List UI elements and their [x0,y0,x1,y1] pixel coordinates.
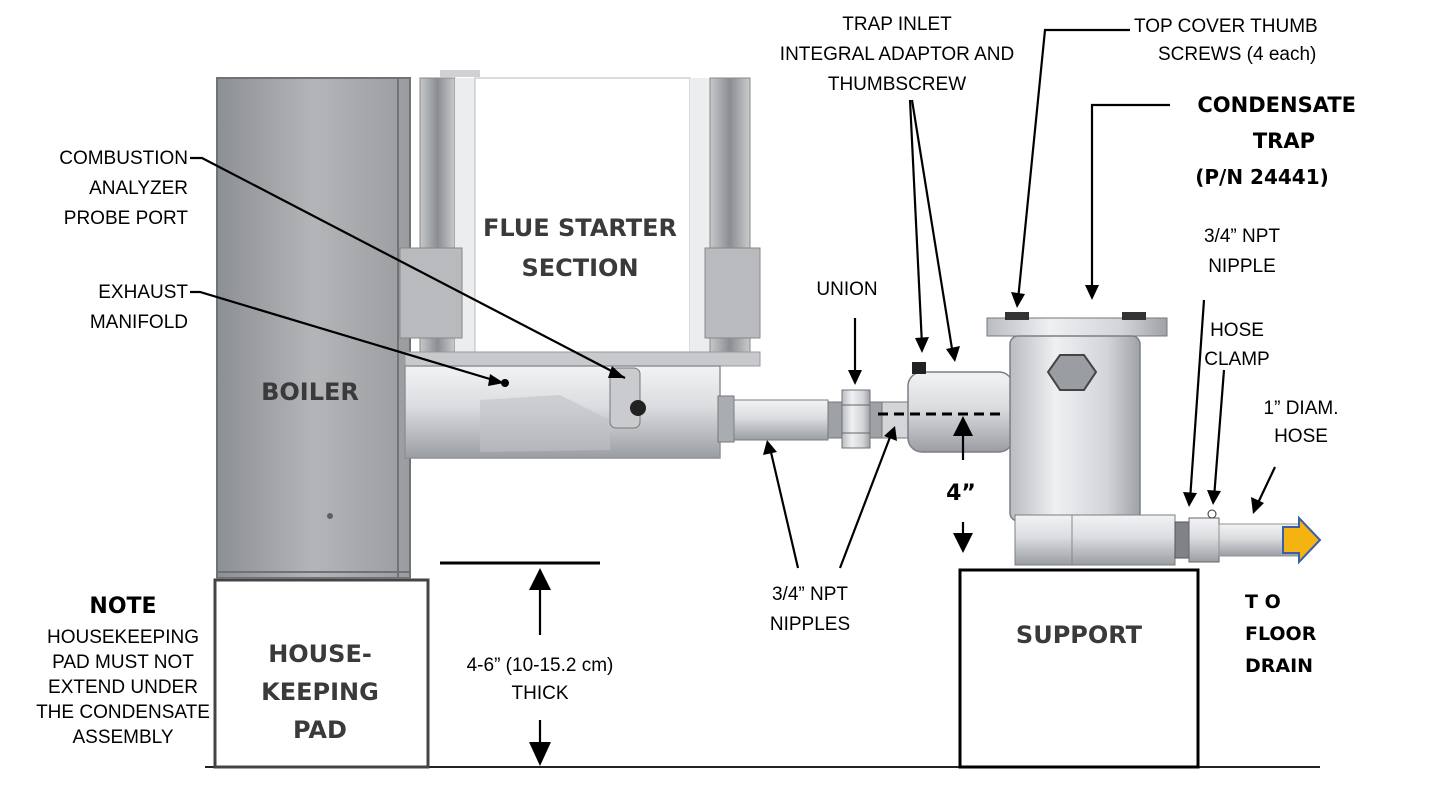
hose-label-2: HOSE [1274,426,1328,447]
probe-port-plug [630,400,646,416]
trap-height-label: 4” [946,481,976,506]
npt-nipple-label-1: 3/4” NPT [1204,226,1280,247]
note-line-2: PAD MUST NOT [52,652,194,673]
trap-inlet-label-2: INTEGRAL ADAPTOR AND [780,44,1014,65]
trap-inlet-label-3: THUMBSCREW [828,74,966,95]
floor-drain-label-2: FLOOR [1245,623,1317,645]
hose-clamp-label-1: HOSE [1210,320,1264,341]
exhaust-manifold-label-2: MANIFOLD [90,312,188,333]
condensate-trap-label-2: TRAP [1253,129,1315,153]
flue-starter-section: FLUE STARTER SECTION [399,70,761,359]
condensate-trap-label-1: CONDENSATE [1197,93,1356,117]
top-cover-label-1: TOP COVER THUMB [1134,16,1318,37]
combustion-port-label-2: ANALYZER [89,178,188,199]
pad-label-2: KEEPING [261,678,379,706]
pad-thickness-label-1: 4-6” (10-15.2 cm) [467,655,614,676]
boiler: BOILER [216,77,411,579]
pad-thickness-label-2: THICK [512,683,569,704]
support-label: SUPPORT [1016,621,1143,649]
trap-inlet-label-1: TRAP INLET [842,14,952,35]
callout-labels: COMBUSTION ANALYZER PROBE PORT EXHAUST M… [36,14,1356,748]
pad-thickness-dimension: 4-6” (10-15.2 cm) THICK [440,561,614,766]
condensate-trap [986,312,1322,566]
manifold-marker [501,379,509,387]
note-line-1: HOUSEKEEPING [47,627,199,648]
floor-drain-label-3: DRAIN [1245,655,1313,677]
note-line-4: THE CONDENSATE [36,702,210,723]
trap-height-dimension: 4” [946,416,976,553]
combustion-port-label-1: COMBUSTION [59,148,188,169]
npt-nipples-label-1: 3/4” NPT [772,584,848,605]
leader-lines [190,28,1276,569]
note-line-5: ASSEMBLY [72,727,173,748]
condensate-trap-label-3: (P/N 24441) [1195,165,1329,189]
flue-label-1: FLUE STARTER [483,214,677,242]
exhaust-manifold [404,351,761,459]
boiler-label: BOILER [261,378,359,406]
flue-label-2: SECTION [521,254,638,282]
piping-assembly [717,362,1014,453]
top-cover-label-2: SCREWS (4 each) [1158,44,1316,65]
npt-nipples-label-2: NIPPLES [770,614,850,635]
pad-label-1: HOUSE- [268,640,372,668]
hose-clamp-label-2: CLAMP [1204,349,1269,370]
housekeeping-pad: HOUSE- KEEPING PAD [213,578,430,769]
exhaust-manifold-label-1: EXHAUST [98,282,188,303]
pad-label-3: PAD [293,716,347,744]
combustion-port-label-3: PROBE PORT [64,208,189,229]
support-block: SUPPORT [958,568,1200,769]
drain-arrow [1282,515,1322,565]
hose-label-1: 1” DIAM. [1264,398,1339,419]
npt-nipple-label-2: NIPPLE [1208,256,1276,277]
union-label: UNION [816,279,877,300]
note-title: NOTE [89,594,156,619]
note-line-3: EXTEND UNDER [48,677,198,698]
floor-drain-label-1: T O [1245,591,1281,613]
